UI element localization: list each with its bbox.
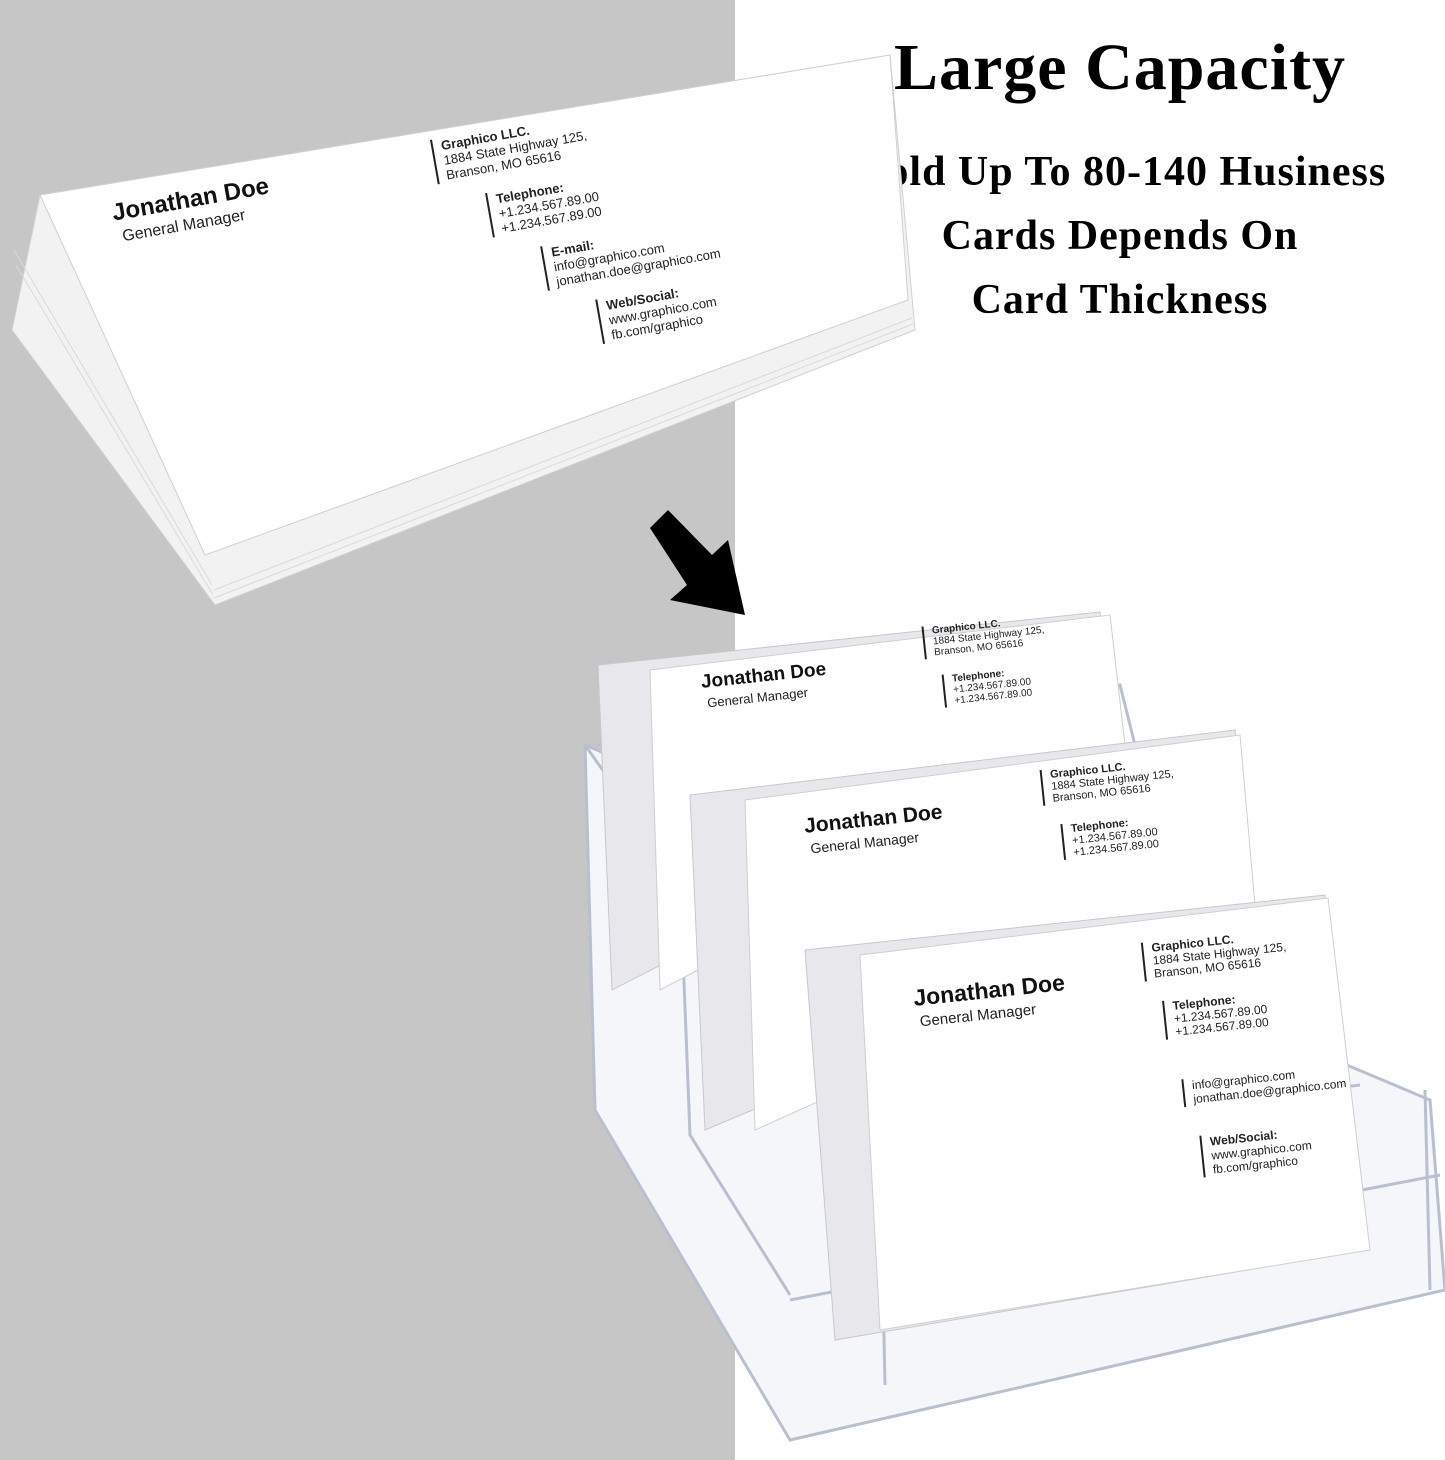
card-web-block: Web/Social: www.graphico.com fb.com/grap… — [595, 279, 721, 345]
card-telephone-block: Telephone: +1.234.567.89.00 +1.234.567.8… — [485, 173, 603, 238]
headline: Large Capacity — [893, 31, 1347, 104]
subtitle-line-3: Card Thickness — [971, 277, 1269, 323]
card-address-block: Graphico LLC. 1884 State Highway 125, Br… — [430, 113, 591, 185]
subtitle-line-1: Hold Up To 80-140 Husiness — [853, 149, 1387, 195]
holder-card-stack-front — [804, 894, 1371, 1341]
card-email-block: E-mail: info@graphico.com jonathan.doe@g… — [540, 215, 722, 291]
subtitle-line-2: Cards Depends On — [941, 213, 1299, 259]
arrow-icon — [650, 510, 745, 615]
subtitle: Hold Up To 80-140 Husiness Cards Depends… — [800, 140, 1440, 332]
